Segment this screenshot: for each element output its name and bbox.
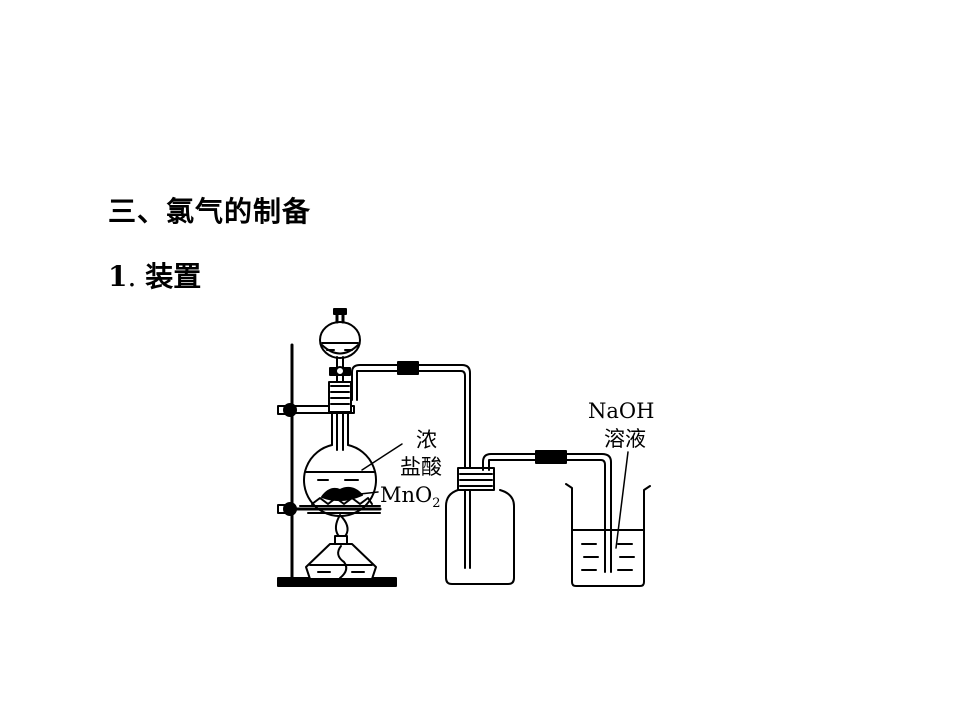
separatory-funnel [319,308,361,451]
wire-gauze [299,497,381,507]
label-mno2-subscript: 2 [432,496,440,511]
round-bottom-flask [303,381,377,518]
section-heading: 三、氯气的制备 [108,195,312,228]
gas-washing-bottle [445,450,612,585]
label-naoh-line1: NaOH [588,399,654,423]
label-mno2: MnO2 [380,483,441,511]
subsection-title: 装置 [145,260,202,293]
delivery-tube-1 [351,361,471,481]
alcohol-lamp [305,514,377,580]
pointer-acid [361,443,403,471]
label-acid-line1: 浓 [416,428,437,452]
beaker-naoh [565,451,651,587]
pointer-mno2 [359,491,379,495]
label-acid-line2: 盐酸 [400,455,442,479]
subsection-separator: . [127,260,137,293]
subsection-number: 1 [108,260,128,293]
subsection-heading: 1. 装置 [108,255,201,295]
label-mno2-main: MnO [380,483,432,507]
label-naoh-line2: 溶液 [604,427,646,451]
